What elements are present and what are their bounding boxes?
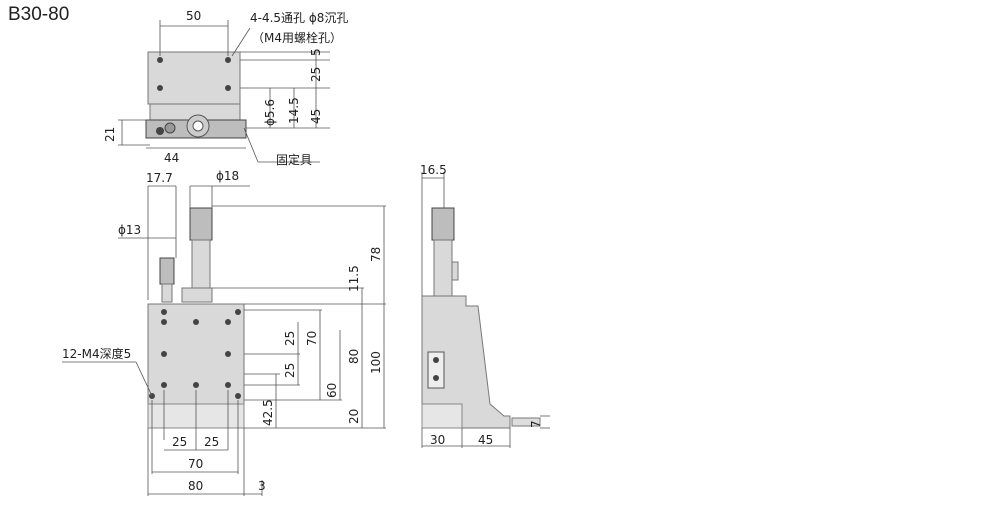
side-screw	[433, 375, 439, 381]
dim-phi18: ϕ18	[216, 169, 239, 183]
dim-70v: 70	[305, 331, 319, 346]
note-holes-line2: （M4用螺栓孔）	[252, 30, 342, 45]
micrometer-sleeve	[191, 239, 211, 291]
dim-side-16-5: 16.5	[420, 163, 447, 177]
mount-hole	[157, 85, 163, 91]
dim-top-21: 21	[103, 127, 117, 142]
tap-hole	[161, 382, 167, 388]
mount-hole	[225, 57, 231, 63]
dim-top-25: 25	[309, 67, 323, 82]
side-thimble	[431, 207, 455, 241]
dim-78: 78	[369, 247, 383, 262]
note-tapped: 12-M4深度5	[62, 346, 131, 361]
dim-17-7: 17.7	[146, 171, 173, 185]
dim-phi13: ϕ13	[118, 223, 141, 237]
drawing-title: B30-80	[8, 4, 70, 25]
lock-shaft	[161, 283, 173, 303]
dim-top-14-5: 14.5	[287, 97, 301, 124]
dim-25b: 25	[283, 363, 297, 378]
dim-25c: 25	[172, 435, 187, 449]
note-holes-line1: 4-4.5通孔 ϕ8沉孔	[250, 11, 348, 25]
lock-screw	[156, 127, 164, 135]
tap-hole	[193, 382, 199, 388]
dim-top-5-6: ϕ5.6	[263, 99, 277, 126]
dim-100: 100	[369, 351, 383, 374]
dim-3: 3	[258, 479, 266, 493]
tap-hole	[225, 319, 231, 325]
tap-hole	[225, 351, 231, 357]
side-slot	[427, 351, 445, 389]
side-base	[421, 403, 463, 429]
dim-25d: 25	[204, 435, 219, 449]
tap-hole	[235, 393, 241, 399]
front-view: 17.7 ϕ18 ϕ13 78 11.5 100 80 70 25 25 60 …	[62, 169, 386, 496]
dim-top-45: 45	[309, 109, 323, 124]
dim-side-7: 7	[529, 420, 543, 428]
note-fixture: 固定具	[276, 152, 312, 167]
dim-70h: 70	[188, 457, 203, 471]
tap-hole	[161, 309, 167, 315]
dim-top-5: 5	[309, 48, 323, 56]
dim-20: 20	[347, 409, 361, 424]
mount-hole	[157, 57, 163, 63]
lock-knob	[164, 122, 176, 134]
side-screw	[433, 357, 439, 363]
side-clamp	[451, 261, 459, 281]
dim-11-5: 11.5	[347, 265, 361, 292]
dim-42-5: 42.5	[261, 399, 275, 426]
micrometer-mount	[181, 287, 213, 303]
tap-hole	[235, 309, 241, 315]
micrometer-thimble	[189, 207, 213, 241]
top-view: 50 4-4.5通孔 ϕ8沉孔 （M4用螺栓孔） 5 25 ϕ5.6 14.5 …	[103, 9, 348, 167]
side-view: 16.5 30 45 7	[420, 163, 550, 448]
lock-knob-front	[159, 257, 175, 285]
dim-side-30: 30	[430, 433, 445, 447]
tap-hole	[193, 319, 199, 325]
tap-hole	[161, 351, 167, 357]
dim-80v: 80	[347, 349, 361, 364]
dim-top-44: 44	[164, 151, 179, 165]
top-plate	[147, 51, 241, 105]
dim-side-45: 45	[478, 433, 493, 447]
tap-hole	[161, 319, 167, 325]
side-fixture	[511, 417, 541, 427]
side-sleeve	[433, 239, 453, 297]
dim-25a: 25	[283, 331, 297, 346]
mount-hole	[225, 85, 231, 91]
tap-hole	[225, 382, 231, 388]
micrometer-center	[192, 120, 204, 132]
dim-80h: 80	[188, 479, 203, 493]
dim-60: 60	[325, 383, 339, 398]
dim-top-50: 50	[186, 9, 201, 23]
